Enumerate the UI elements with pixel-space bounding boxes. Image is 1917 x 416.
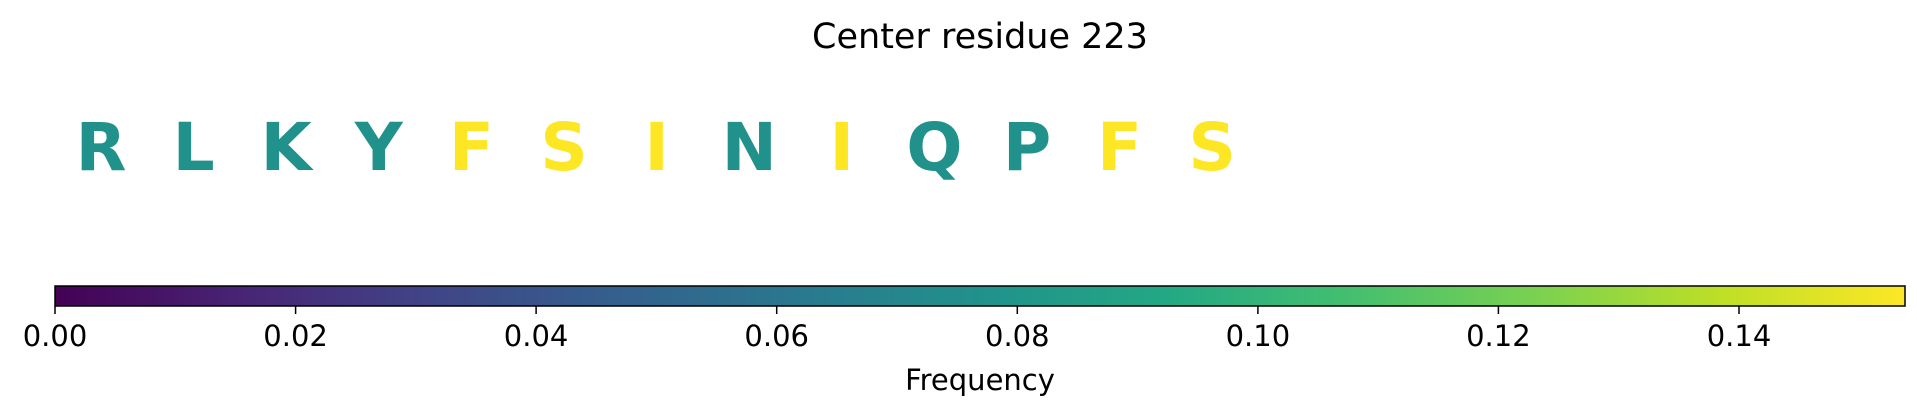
residue-letter: K [261,109,315,186]
residue-letter: F [1097,109,1142,186]
residue-letter: Q [906,109,962,186]
residue-letter: S [540,109,588,186]
colorbar-tick-label: 0.08 [985,319,1050,353]
colorbar-gradient [55,286,1905,306]
colorbar-tick-label: 0.14 [1707,319,1772,353]
residue-letter: I [830,109,855,186]
residue-letter: R [76,109,127,186]
residue-letter: P [1003,109,1051,186]
residue-letter: F [449,109,494,186]
residue-letter: I [644,109,669,186]
colorbar-tick-label: 0.10 [1226,319,1291,353]
residue-letter: Y [354,109,404,186]
colorbar-ticks: 0.00 0.02 0.04 0.06 0.08 0.10 0.12 0.14 [23,306,1772,353]
chart-title: Center residue 223 [812,17,1148,57]
residue-letter: N [722,109,777,186]
colorbar-tick-label: 0.00 [23,319,88,353]
colorbar-tick-label: 0.12 [1466,319,1531,353]
residue-letter: L [173,109,215,186]
colorbar-label: Frequency [905,363,1055,397]
colorbar-frame [54,285,1906,307]
colorbar-tick-label: 0.04 [504,319,569,353]
residue-letter: S [1188,109,1236,186]
colorbar-tick-label: 0.06 [744,319,809,353]
colorbar-tick-label: 0.02 [263,319,328,353]
colorbar: 0.00 0.02 0.04 0.06 0.08 0.10 0.12 0.14 Frequen… [23,285,1906,397]
